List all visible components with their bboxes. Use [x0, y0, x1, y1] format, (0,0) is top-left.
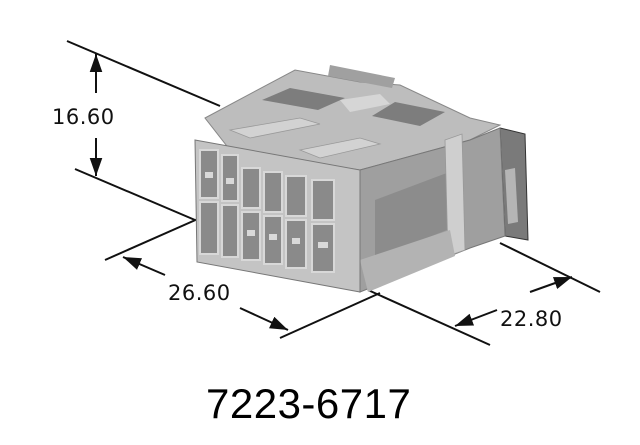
dimension-depth-lines: [367, 242, 601, 346]
part-number-caption: 7223-6717: [206, 380, 412, 427]
dimension-height-label: 16.60: [52, 105, 115, 129]
dimension-height-lines: [66, 40, 221, 221]
dimension-width-lines: [104, 217, 381, 339]
connector-housing: [194, 65, 529, 293]
dimension-width-label: 26.60: [168, 281, 231, 305]
terminal-cavities: [199, 149, 335, 273]
dimension-depth-label: 22.80: [500, 307, 563, 331]
